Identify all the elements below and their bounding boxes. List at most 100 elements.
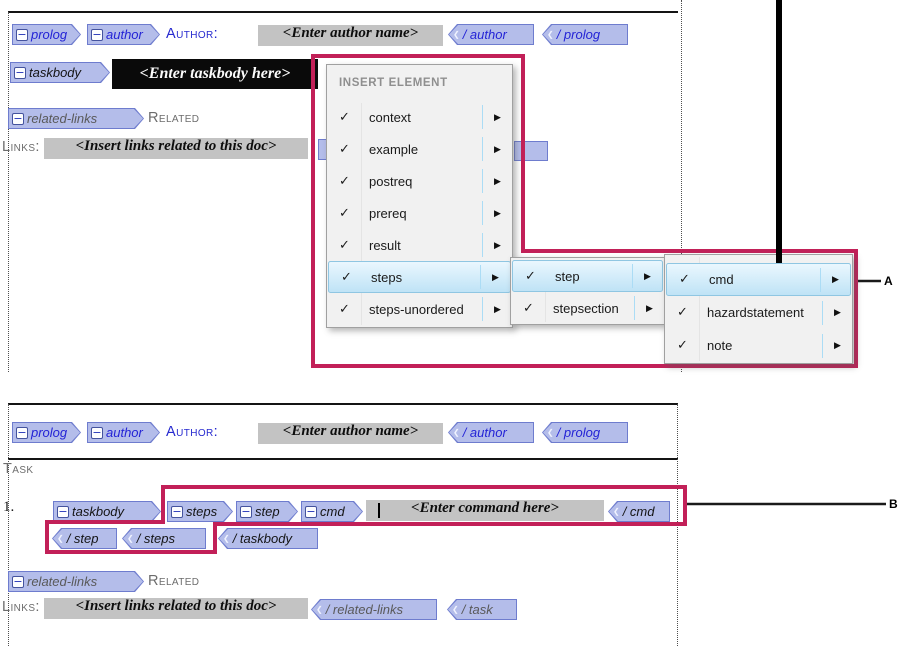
menu-item-label: steps-unordered xyxy=(369,301,464,317)
tag-label: taskbody xyxy=(72,504,125,519)
check-icon: ✓ xyxy=(339,141,350,157)
element-tag-steps-open[interactable]: −steps xyxy=(167,501,233,522)
menu-item-result[interactable]: ✓result▶ xyxy=(327,229,512,261)
links-runin-head: Links: xyxy=(2,139,40,155)
submenu-arrow-icon: ▶ xyxy=(494,303,501,314)
tag-point-icon: ❮ xyxy=(613,507,620,516)
cmd-placeholder-text[interactable]: <Enter command here> xyxy=(366,500,604,521)
related-runin-head: Related xyxy=(148,573,200,589)
menu-title: INSERT ELEMENT xyxy=(339,77,448,89)
element-tag-author-close[interactable]: ❮/ author xyxy=(448,422,534,443)
tag-point-icon: ❮ xyxy=(223,534,230,543)
element-tag-cmd-close[interactable]: ❮/ cmd xyxy=(608,501,670,522)
author-runin-head: Author: xyxy=(166,26,219,42)
element-tag-step-close[interactable]: ❮/ step xyxy=(52,528,117,549)
element-tag-prolog-open[interactable]: −prolog xyxy=(12,422,81,443)
tag-point-icon: ❮ xyxy=(547,428,554,437)
element-tag-related-links-open[interactable]: −related-links xyxy=(8,571,144,592)
related-runin-head: Related xyxy=(148,110,200,126)
frame-border-right-bottom xyxy=(677,404,678,646)
submenu-arrow-icon: ▶ xyxy=(494,239,501,250)
tag-label: / taskbody xyxy=(232,531,292,546)
menu-item-example[interactable]: ✓example▶ xyxy=(327,133,512,165)
check-icon: ✓ xyxy=(523,300,534,316)
menu-item-cmd[interactable]: ✓cmd▶ xyxy=(666,263,851,296)
element-tag-author-open[interactable]: −author xyxy=(87,24,160,45)
element-tag-taskbody-close[interactable]: ❮/ taskbody xyxy=(218,528,318,549)
tag-label: author xyxy=(106,27,143,42)
tag-label: step xyxy=(255,504,280,519)
tag-label: / prolog xyxy=(556,425,601,440)
collapse-icon[interactable]: − xyxy=(13,111,23,125)
menu-item-step[interactable]: ✓step▶ xyxy=(512,260,663,292)
check-icon: ✓ xyxy=(339,205,350,221)
tag-point-icon: ❮ xyxy=(547,30,554,39)
menu-item-label: note xyxy=(707,338,733,353)
links-placeholder-text[interactable]: <Insert links related to this doc> xyxy=(44,598,308,619)
collapse-icon[interactable]: − xyxy=(241,504,251,518)
author-placeholder-text[interactable]: <Enter author name> xyxy=(258,25,443,46)
element-tag-author-close[interactable]: ❮/ author xyxy=(448,24,534,45)
tag-point-icon: ❮ xyxy=(57,534,64,543)
tag-label: / step xyxy=(66,531,99,546)
menu-item-hazardstatement[interactable]: ✓hazardstatement▶ xyxy=(665,296,852,329)
frame-rule-bottom-2 xyxy=(8,458,678,460)
frame-border-left-bottom xyxy=(8,404,9,646)
menu-item-note[interactable]: ✓note▶ xyxy=(665,329,852,362)
submenu-arrow-icon: ▶ xyxy=(646,302,653,313)
menu-item-label: steps xyxy=(371,269,403,285)
collapse-icon[interactable]: − xyxy=(92,425,102,439)
collapse-icon[interactable]: − xyxy=(172,504,182,518)
submenu-arrow-icon: ▶ xyxy=(832,274,839,284)
menu-item-steps[interactable]: ✓ steps ▶ xyxy=(328,261,511,293)
insert-element-menu: INSERT ELEMENT ✓context▶ ✓example▶ ✓post… xyxy=(326,64,513,328)
menu-item-postreq[interactable]: ✓postreq▶ xyxy=(327,165,512,197)
steps-submenu: ✓step▶ ✓stepsection▶ xyxy=(510,257,665,325)
author-placeholder-text[interactable]: <Enter author name> xyxy=(258,423,443,444)
submenu-arrow-icon: ▶ xyxy=(494,175,501,186)
menu-item-context[interactable]: ✓context▶ xyxy=(327,101,512,133)
element-tag-related-links-close[interactable]: ❮/ related-links xyxy=(311,599,437,620)
element-tag-prolog-close[interactable]: ❮/ prolog xyxy=(542,422,628,443)
menu-item-label: step xyxy=(555,268,580,284)
frame-border-left-top xyxy=(8,12,9,372)
frame-rule-bottom-1 xyxy=(8,403,678,405)
menu-item-stepsection[interactable]: ✓stepsection▶ xyxy=(511,292,664,324)
step-number: 1. xyxy=(3,499,15,515)
collapse-icon[interactable]: − xyxy=(92,27,102,41)
callout-b-label: B xyxy=(889,497,898,511)
element-tag-prolog-open[interactable]: −prolog xyxy=(12,24,81,45)
collapse-icon[interactable]: − xyxy=(17,27,27,41)
submenu-arrow-icon: ▶ xyxy=(494,207,501,218)
taskbody-selected-placeholder[interactable]: <Enter taskbody here> xyxy=(112,59,318,89)
check-icon: ✓ xyxy=(341,269,352,285)
collapse-icon[interactable]: − xyxy=(306,504,316,518)
menu-item-prereq[interactable]: ✓ prereq ▶ xyxy=(327,197,512,229)
tag-label: / prolog xyxy=(556,27,601,42)
element-tag-taskbody-open[interactable]: −taskbody xyxy=(10,62,110,83)
page-edge-bar xyxy=(776,0,782,263)
tag-point-icon: ❮ xyxy=(453,30,460,39)
tag-point-icon: ❮ xyxy=(127,534,134,543)
submenu-arrow-icon: ▶ xyxy=(492,271,499,282)
collapse-icon[interactable]: − xyxy=(58,504,68,518)
submenu-arrow-icon: ▶ xyxy=(494,143,501,154)
links-placeholder-text[interactable]: <Insert links related to this doc> xyxy=(44,138,308,159)
check-icon: ✓ xyxy=(339,173,350,189)
element-tag-prolog-close[interactable]: ❮/ prolog xyxy=(542,24,628,45)
collapse-icon[interactable]: − xyxy=(15,65,25,79)
element-tag-related-links-open[interactable]: −related-links xyxy=(8,108,144,129)
collapse-icon[interactable]: − xyxy=(13,574,23,588)
element-tag-step-open[interactable]: −step xyxy=(236,501,298,522)
task-heading: Task xyxy=(3,461,34,477)
element-tag-author-open[interactable]: −author xyxy=(87,422,160,443)
element-tag-taskbody-open[interactable]: −taskbody xyxy=(53,501,161,522)
tag-label: / cmd xyxy=(622,504,655,519)
element-tag-task-close[interactable]: ❮/ task xyxy=(447,599,517,620)
collapse-icon[interactable]: − xyxy=(17,425,27,439)
element-tag-steps-close[interactable]: ❮/ steps xyxy=(122,528,206,549)
menu-item-label: prereq xyxy=(369,205,407,221)
element-tag-cmd-open[interactable]: −cmd xyxy=(301,501,363,522)
menu-item-steps-unordered[interactable]: ✓steps-unordered▶ xyxy=(327,293,512,325)
